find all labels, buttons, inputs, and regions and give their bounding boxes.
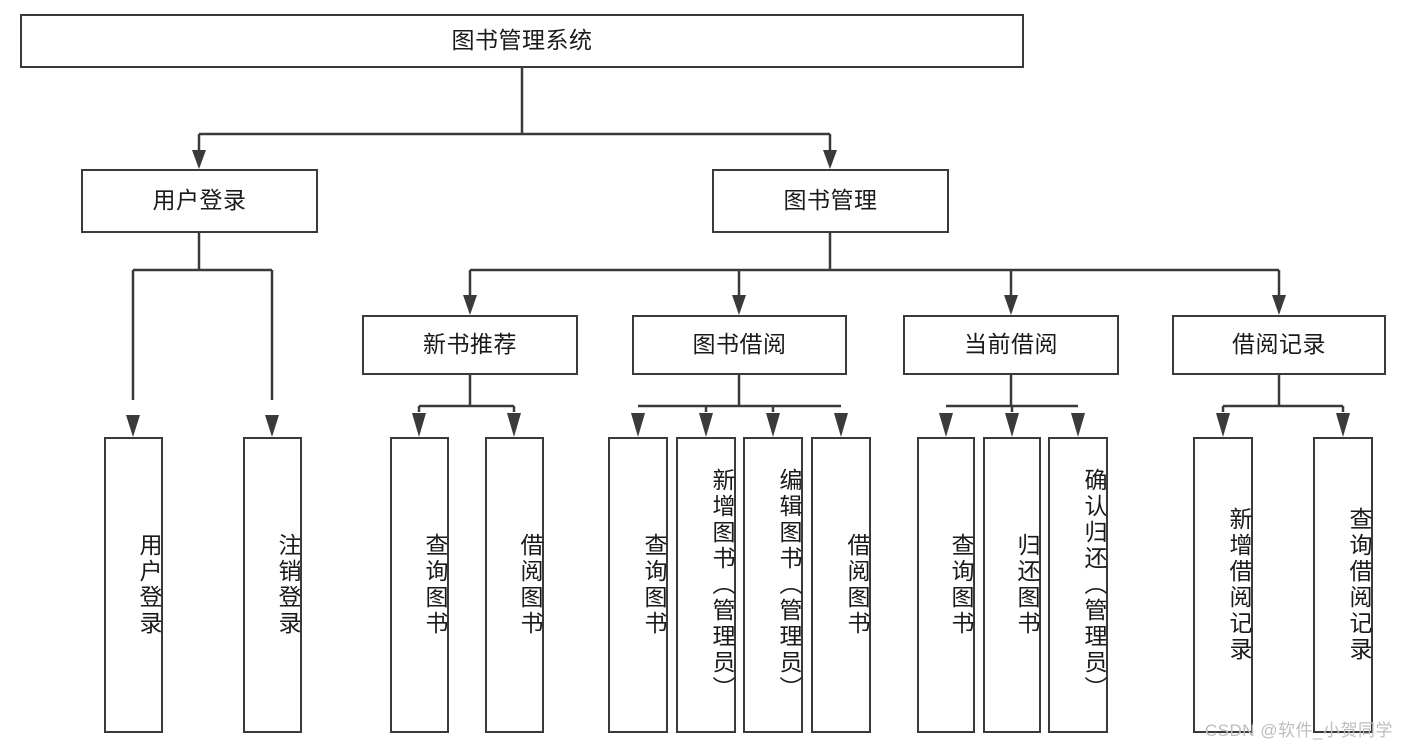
arrow-current-l3 <box>1071 413 1085 437</box>
leaf-user-login-logout[interactable]: 注销登录 <box>243 437 302 733</box>
arrow-borrow-l3 <box>766 413 780 437</box>
arrow-root-to-user <box>192 150 206 169</box>
arrow-new-l2 <box>507 413 521 437</box>
arrow-new-l1 <box>412 413 426 437</box>
arrow-root-to-book <box>823 150 837 169</box>
leaf-records-query-record[interactable]: 查询借阅记录 <box>1313 437 1373 733</box>
arrow-book-c1 <box>463 295 477 315</box>
leaf-borrow-borrow-book[interactable]: 借阅图书 <box>811 437 871 733</box>
leaf-current-confirm-return-admin[interactable]: 确认归还（管理员） <box>1048 437 1108 733</box>
watermark-text: CSDN @软件_小贺同学 <box>1204 721 1393 740</box>
node-root-system[interactable]: 图书管理系统 <box>20 14 1024 68</box>
node-new-book-recommend[interactable]: 新书推荐 <box>362 315 578 375</box>
arrow-book-c3 <box>1004 295 1018 315</box>
leaf-borrow-edit-book-admin[interactable]: 编辑图书（管理员） <box>743 437 803 733</box>
arrow-borrow-l4 <box>834 413 848 437</box>
arrow-user-l1 <box>126 415 140 437</box>
leaf-records-add-record[interactable]: 新增借阅记录 <box>1193 437 1253 733</box>
node-user-login[interactable]: 用户登录 <box>81 169 318 233</box>
node-borrow-records[interactable]: 借阅记录 <box>1172 315 1386 375</box>
arrow-records-l1 <box>1216 413 1230 437</box>
leaf-new-books-borrow[interactable]: 借阅图书 <box>485 437 544 733</box>
leaf-current-query-book[interactable]: 查询图书 <box>917 437 975 733</box>
arrow-user-l2 <box>265 415 279 437</box>
node-book-management[interactable]: 图书管理 <box>712 169 949 233</box>
arrow-borrow-l1 <box>631 413 645 437</box>
arrow-book-c4 <box>1272 295 1286 315</box>
leaf-current-return-book[interactable]: 归还图书 <box>983 437 1041 733</box>
node-current-borrow[interactable]: 当前借阅 <box>903 315 1119 375</box>
leaf-borrow-add-book-admin[interactable]: 新增图书（管理员） <box>676 437 736 733</box>
leaf-borrow-query-book[interactable]: 查询图书 <box>608 437 668 733</box>
leaf-new-books-query[interactable]: 查询图书 <box>390 437 449 733</box>
arrow-borrow-l2 <box>699 413 713 437</box>
arrow-current-l1 <box>939 413 953 437</box>
arrow-book-c2 <box>732 295 746 315</box>
leaf-user-login-login[interactable]: 用户登录 <box>104 437 163 733</box>
arrow-records-l2 <box>1336 413 1350 437</box>
arrow-current-l2 <box>1005 413 1019 437</box>
node-book-borrow[interactable]: 图书借阅 <box>632 315 847 375</box>
